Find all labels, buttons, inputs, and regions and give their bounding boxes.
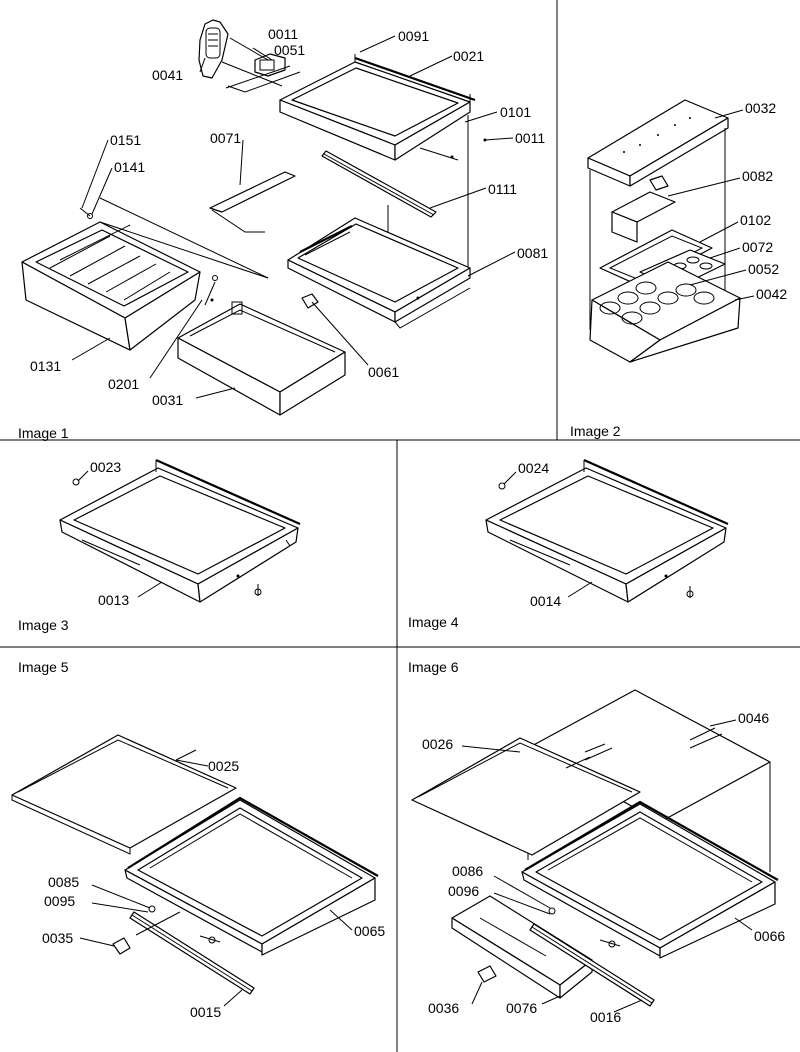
leaders-image-6: [461, 719, 753, 1013]
callout-0042: 0042: [756, 286, 787, 302]
clip-0036: [477, 965, 497, 983]
panel-title-image-6: Image 6: [408, 659, 459, 675]
callout-0021: 0021: [453, 48, 484, 64]
cover-0071: [209, 171, 296, 233]
callout-0011-top: 0011: [268, 26, 298, 42]
callout-0095: 0095: [44, 893, 75, 909]
callout-0071: 0071: [210, 130, 241, 146]
bracket-0051: [221, 53, 301, 93]
callout-0035: 0035: [42, 930, 73, 946]
screw-0086: [548, 907, 556, 915]
crisper-frame-0081: [287, 217, 471, 329]
clip-0035: [112, 937, 131, 955]
callout-0025: 0025: [208, 758, 239, 774]
callout-0082: 0082: [742, 168, 773, 184]
callout-0011-right: 0011: [515, 130, 545, 146]
shelf-0014: [485, 458, 729, 603]
panel-title-image-4: Image 4: [408, 614, 459, 630]
leader-fastener-line: [135, 911, 181, 936]
callout-0046: 0046: [738, 710, 769, 726]
callout-0102: 0102: [740, 212, 771, 228]
callout-0041: 0041: [152, 67, 183, 83]
callout-0061: 0061: [368, 364, 399, 380]
callout-0086: 0086: [452, 863, 483, 879]
callout-0014: 0014: [530, 593, 561, 609]
callout-0076: 0076: [506, 1000, 537, 1016]
callout-0101: 0101: [500, 104, 531, 120]
rail-0015: [129, 911, 255, 995]
glass-cover-0025: [11, 734, 237, 855]
panel-title-image-2: Image 2: [570, 423, 621, 439]
leaders-image-1: [71, 35, 516, 399]
callout-0013: 0013: [98, 592, 129, 608]
panel-image-3: 0023 0013 Image 3: [18, 458, 301, 633]
callout-0026: 0026: [422, 736, 453, 752]
callout-0085: 0085: [48, 874, 79, 890]
glass-cover-0026: [411, 737, 641, 856]
callout-0016: 0016: [590, 1009, 621, 1025]
callout-0032: 0032: [745, 100, 776, 116]
control-housing-0041: [198, 19, 229, 79]
panel-image-4: 0024 0014 Image 4: [408, 458, 729, 630]
crisper-front-0076: [451, 895, 593, 999]
leader-0014: [567, 581, 593, 598]
callout-0201: 0201: [108, 376, 139, 392]
callout-0072: 0072: [742, 239, 773, 255]
panel-title-image-3: Image 3: [18, 617, 69, 633]
panel-image-2: 0032 0082 0102 0072 0052 0042 Image 2: [570, 99, 787, 439]
callout-0065: 0065: [354, 923, 385, 939]
shelf-0013: [59, 458, 301, 603]
shelf-assembly-0021: [279, 54, 487, 161]
callout-0066: 0066: [754, 928, 785, 944]
callout-0151: 0151: [110, 132, 141, 148]
bracket-0082: [611, 175, 676, 243]
rail-0016: [529, 923, 655, 1007]
crisper-frame-0066: [521, 800, 779, 959]
callout-0024: 0024: [518, 460, 549, 476]
leader-0024: [503, 471, 517, 485]
clip-0061: [301, 293, 319, 309]
drawer-0131: [21, 197, 269, 351]
callout-0023: 0023: [90, 459, 121, 475]
callout-0052: 0052: [748, 261, 779, 277]
callout-0051: 0051: [274, 42, 305, 58]
callout-0111: 0111: [488, 181, 517, 197]
screw-shaft: [599, 939, 621, 947]
callout-0081: 0081: [517, 245, 548, 261]
leaders-image-5: [79, 759, 353, 1007]
panel-image-6: Image 6: [408, 659, 785, 1025]
rail-0111: [321, 150, 437, 218]
leader-0023: [77, 470, 89, 482]
bin-0042: [589, 261, 741, 363]
leader-0013: [137, 581, 163, 598]
panel-image-5: Image 5: [11, 659, 385, 1020]
lid-0032: [587, 99, 729, 187]
pan-0031: [177, 275, 346, 416]
callout-0096: 0096: [448, 883, 479, 899]
panel-image-1: 0011 0051 0041 0091 0021 0101 0011 0151 …: [18, 19, 548, 441]
callout-0131: 0131: [30, 358, 61, 374]
callout-0141: 0141: [114, 159, 145, 175]
tray-0102: [599, 229, 713, 287]
callout-0031: 0031: [152, 392, 183, 408]
crisper-frame-0065: [124, 796, 379, 956]
callout-0015: 0015: [190, 1004, 221, 1020]
panel-title-image-5: Image 5: [18, 659, 69, 675]
leaders-image-2: [667, 109, 755, 301]
panel-title-image-1: Image 1: [18, 425, 69, 441]
callout-0091: 0091: [398, 28, 429, 44]
callout-0036: 0036: [428, 1000, 459, 1016]
